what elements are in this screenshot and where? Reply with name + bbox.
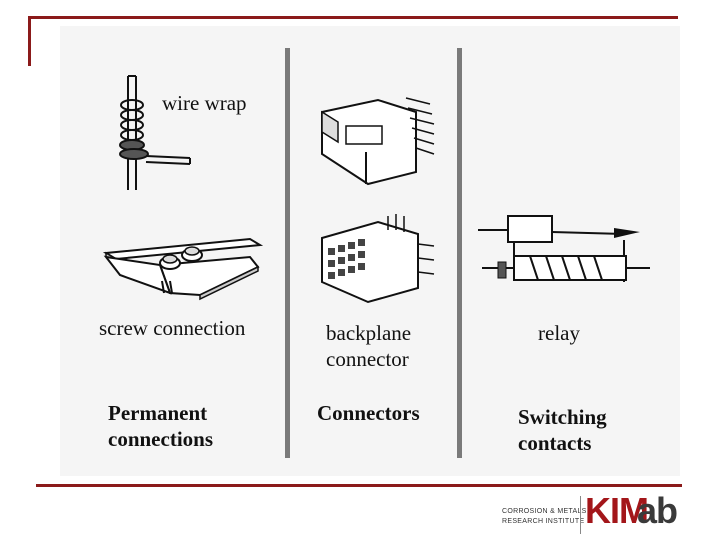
logo-tagline-line1: CORROSION & METALS (502, 508, 587, 515)
screw-connection-illustration (102, 237, 264, 301)
relay-illustration (478, 215, 650, 282)
relay-label: relay (538, 321, 580, 345)
switching-contacts-heading-line2: contacts (518, 431, 592, 455)
connectors-heading: Connectors (317, 401, 420, 425)
switching-contacts-heading-line1: Switching (518, 405, 607, 429)
kimab-logo-gray: ab (637, 490, 678, 531)
kimab-logo-red: KIM (585, 490, 649, 531)
column-divider-right (457, 48, 462, 458)
logo-tagline-line2: RESEARCH INSTITUTE (502, 518, 585, 525)
logo-separator (580, 496, 581, 534)
frame-top-rule (28, 16, 678, 19)
backplane-connector-label-line1: backplane (326, 321, 412, 345)
frame-left-rule (28, 16, 31, 66)
frame-bottom-rule (36, 484, 682, 487)
permanent-connections-heading-line1: Permanent (108, 401, 208, 425)
column-divider-left (285, 48, 290, 458)
wire-wrap-label: wire wrap (162, 91, 247, 115)
wire-wrap-illustration (119, 75, 191, 190)
backplane-connector-side-illustration (321, 97, 435, 186)
backplane-connector-front-illustration (321, 214, 435, 304)
backplane-connector-label-line2: connector (326, 347, 409, 371)
screw-connection-label: screw connection (99, 316, 246, 340)
permanent-connections-heading-line2: connections (108, 427, 213, 451)
